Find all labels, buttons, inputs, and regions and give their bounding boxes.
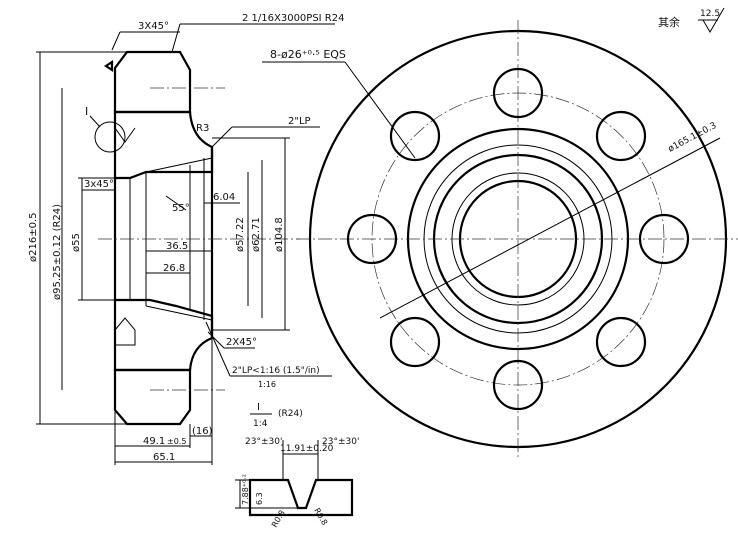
surface-finish-label: 其余 — [658, 15, 680, 29]
lower-chamfer-label: 2X45° — [226, 337, 257, 348]
side-view: 8-ø26⁺⁰·⁵ EQS ø165.1±0.3 — [262, 20, 738, 460]
dia-6271-label: ø62.71 — [251, 217, 262, 252]
surface-finish-value: 12.5 — [700, 9, 720, 19]
lower-groove — [114, 317, 136, 346]
flange-bottom-section — [113, 368, 192, 426]
len-651-label: 65.1 — [153, 452, 175, 463]
cone-angle-leader — [165, 195, 187, 211]
detail-radius-left: R0.8 — [270, 509, 287, 529]
upper-groove — [114, 127, 136, 143]
detail-groove-section — [248, 478, 354, 517]
detail-ring-label: (R24) — [278, 409, 303, 419]
detail-angle-left: 23°±30' — [245, 437, 282, 447]
top-chamfer-label: 3X45° — [138, 21, 169, 32]
bolt-hole-8 — [389, 110, 441, 162]
dia-216-label: ø216±0.5 — [28, 213, 39, 263]
taper-note-leader2 — [211, 126, 233, 148]
detail-scale-den: 1:4 — [253, 419, 268, 429]
hub-top-section — [113, 110, 214, 180]
bolt-hole-6 — [389, 316, 441, 368]
detail-leader — [89, 115, 101, 128]
flange-top-section — [113, 50, 192, 114]
top-chamfer-leader2 — [111, 31, 121, 51]
bolt-circle-dim-line — [379, 137, 721, 319]
holes-note-leader2 — [344, 61, 416, 159]
dim-604-label: 6.04 — [213, 192, 235, 203]
dia-55-label: ø55 — [71, 233, 82, 252]
detail-ref-label: I — [85, 105, 88, 118]
taper-note-label: 2"LP — [288, 116, 311, 127]
detail-circle — [94, 121, 126, 153]
dim-365-label: 36.5 — [166, 241, 188, 252]
detail-angle-right: 23°±30' — [322, 437, 359, 447]
detail-scale-num: I — [257, 402, 260, 413]
taper-bottom — [145, 305, 213, 321]
taper-top — [145, 157, 213, 173]
bolt-hole-7 — [346, 213, 398, 265]
bolt-hole-1 — [492, 67, 544, 119]
dia-ring-label: ø95.25±0.12 (R24) — [52, 204, 63, 300]
bolt-hole-4 — [595, 316, 647, 368]
holes-note-label: 8-ø26⁺⁰·⁵ EQS — [270, 48, 346, 61]
fillet-label: R3 — [196, 123, 209, 134]
dia-5722-label: ø57.22 — [235, 217, 246, 252]
lower-taper-label: 2"LP<1:16 (1.5"/in) — [232, 366, 320, 376]
thread-leader2 — [171, 23, 181, 53]
bolt-hole-2 — [595, 110, 647, 162]
groove-marker-icon — [104, 59, 114, 73]
detail-view: I 1:4 (R24) 23°±30' 11.91±0.20 23°±30' 7… — [235, 402, 359, 529]
bolt-hole-5 — [492, 359, 544, 411]
cone-angle-label: 55° — [172, 203, 190, 214]
bore-chamfer-label: 3x45° — [84, 179, 114, 190]
len-16-label: (16) — [192, 426, 213, 437]
bolt-hole-3 — [638, 213, 690, 265]
len-49-tol: ±0.5 — [167, 437, 186, 446]
detail-width: 11.91±0.20 — [280, 444, 334, 454]
lower-taper-leader2 — [205, 321, 231, 377]
surface-finish-symbol-icon — [698, 7, 725, 33]
hub-bottom-section — [113, 298, 214, 372]
lower-chamfer-leader2 — [207, 331, 225, 349]
detail-bottom-label: 6.3 — [255, 492, 264, 505]
detail-radius-right: R0.8 — [312, 507, 329, 527]
thread-note-label: 2 1/16X3000PSI R24 — [242, 13, 344, 24]
len-49-label: 49.1 — [143, 436, 165, 447]
dia-1048-label: ø104.8 — [274, 217, 285, 252]
surface-finish-note: 其余 12.5 — [658, 7, 725, 33]
dim-268-label: 26.8 — [163, 263, 185, 274]
section-view: I 3X45° 2 1/16X3000PSI R24 R3 2"LP 3x45°… — [28, 13, 344, 465]
taper-ratio-label: 1:16 — [258, 380, 276, 389]
detail-depth-label: 7.88⁺⁰·² — [241, 474, 250, 505]
